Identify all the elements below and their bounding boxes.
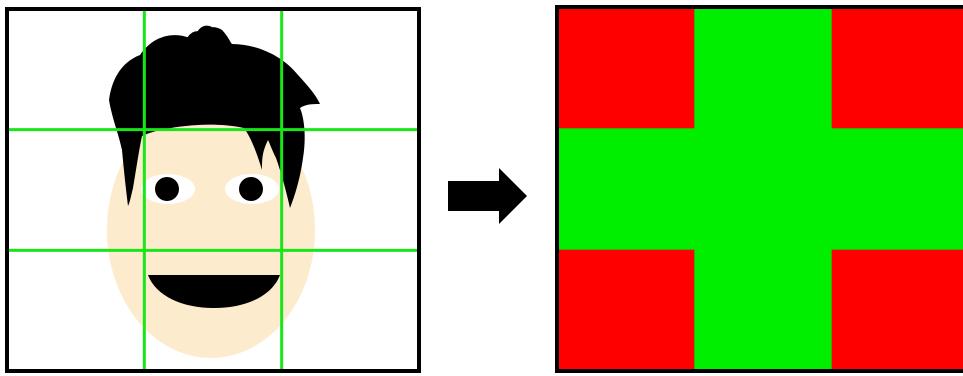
mask-cells [557, 7, 963, 372]
hair-wisp-2 [186, 31, 200, 44]
face-panel-frame [5, 7, 421, 373]
grid-overlay [7, 9, 419, 371]
right-pupil [239, 177, 263, 201]
arrow [448, 168, 527, 224]
mask-panel-frame [555, 5, 963, 373]
mask-cell-red-r1c1 [557, 7, 695, 129]
mask-cell-red-r3c3 [831, 249, 963, 372]
mask-cell-red-r1c3 [831, 7, 963, 129]
mask-cell-green-r2c1 [557, 128, 695, 251]
left-pupil [155, 177, 179, 201]
right-arrow-icon [448, 168, 527, 224]
mask-cell-green-r3c2 [694, 249, 833, 372]
mask-panel [555, 5, 963, 373]
hair-wisp-1 [196, 25, 212, 38]
mask-cell-green-r1c2 [694, 7, 833, 129]
hair [109, 27, 320, 208]
mask-cell-red-r3c1 [557, 249, 695, 372]
mouth [148, 275, 280, 308]
mask-cell-green-r2c3 [831, 128, 963, 251]
face-illustration [107, 25, 320, 358]
mask-cell-green-r2c2 [694, 128, 833, 251]
face-grid-panel [5, 7, 421, 373]
